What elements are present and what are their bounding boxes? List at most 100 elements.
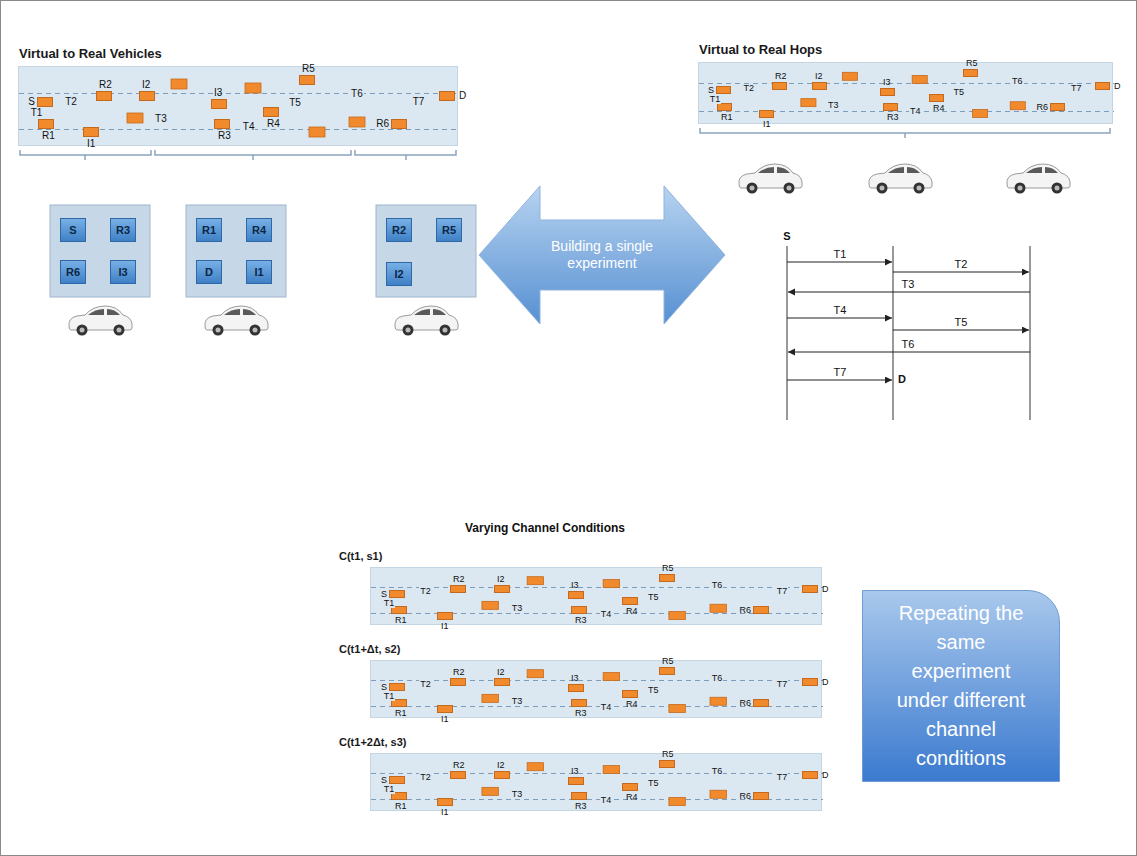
idle-vehicle [801, 99, 816, 107]
vehicle-slot-label: I2 [394, 268, 403, 280]
vehicle-label: R6 [739, 606, 751, 615]
hop-label: T3 [511, 604, 524, 613]
decoration [787, 379, 892, 380]
vehicle-label: R2 [99, 80, 112, 90]
vehicle-marker: I3 [568, 591, 584, 599]
vehicle-slot: R1 [196, 218, 222, 242]
vehicle-label: R6 [739, 699, 751, 708]
sequence-label: T6 [902, 338, 915, 350]
vehicle-label: R2 [453, 668, 465, 677]
idle-vehicle [710, 697, 726, 705]
hop-label: T4 [600, 610, 613, 619]
idle-vehicle [603, 673, 619, 681]
vehicle-marker: S [389, 776, 405, 784]
vehicle-label: I3 [571, 581, 579, 590]
decoration [186, 205, 286, 297]
idle-vehicle [603, 766, 619, 774]
vehicle-marker: R6 [1050, 103, 1065, 111]
idle-vehicle [1010, 102, 1025, 110]
idle-vehicle [669, 798, 685, 806]
hop-label: T1 [709, 95, 722, 104]
vehicle-marker: I3 [880, 88, 895, 96]
vehicle-marker: R4 [263, 107, 279, 117]
vehicle-marker: S [716, 86, 731, 94]
vehicle-label: I3 [214, 88, 222, 98]
vehicle-marker: R3 [571, 606, 587, 614]
vehicle-marker: R4 [622, 783, 638, 791]
vehicle-label: D [822, 585, 829, 594]
vehicle-marker: I3 [211, 99, 227, 109]
hop-label: T6 [711, 767, 724, 776]
sequence-label: D [898, 373, 906, 385]
vehicle-marker: I3 [568, 684, 584, 692]
hop-label: T3 [511, 697, 524, 706]
vehicle-marker: I1 [437, 612, 453, 620]
idle-vehicle [482, 601, 498, 609]
vehicle-slot: D [196, 260, 222, 284]
vehicle-marker: S [389, 683, 405, 691]
decoration [50, 205, 150, 297]
sequence-label: S [783, 230, 790, 242]
arrow-caption: Building a single experiment [543, 238, 661, 272]
sequence-label: T4 [834, 304, 847, 316]
vehicle-label: D [822, 771, 829, 780]
vehicle-marker: I2 [494, 678, 510, 686]
note-text: Repeating the same experiment under diff… [885, 599, 1037, 773]
road-strip: Virtual to Real HopsSR1I1R2I2I3R3R4R5R6D [698, 62, 1113, 124]
vehicle-marker: R6 [391, 119, 407, 129]
decoration [1029, 246, 1030, 420]
vehicle-label: R1 [395, 616, 407, 625]
hop-label: T3 [827, 101, 840, 110]
hop-label: T3 [154, 114, 168, 124]
vehicle-slot-label: S [69, 224, 76, 236]
vehicle-label: S [381, 683, 387, 692]
vehicle-label: R1 [42, 131, 55, 141]
vehicle-label: R4 [626, 700, 638, 709]
lane-dash [371, 587, 823, 588]
vehicle-marker: R4 [622, 690, 638, 698]
vehicle-slot-label: R4 [252, 224, 266, 236]
vehicle-marker: R2 [96, 91, 112, 101]
vehicle-label: R2 [453, 575, 465, 584]
vehicle-marker: S [389, 590, 405, 598]
hop-label: T1 [383, 785, 396, 794]
vehicle-label: R5 [966, 59, 978, 68]
vehicle-label: R4 [267, 119, 280, 129]
hop-label: T4 [600, 703, 613, 712]
decoration [205, 306, 268, 336]
decoration [788, 291, 1030, 292]
vehicle-label: S [708, 86, 714, 95]
vehicle-marker: R5 [963, 69, 978, 77]
decoration [700, 128, 1110, 138]
vehicle-label: R2 [775, 72, 787, 81]
vehicle-marker: R4 [622, 597, 638, 605]
decoration [395, 306, 458, 336]
vehicle-label: I2 [497, 761, 505, 770]
vehicle-marker: R2 [450, 678, 466, 686]
idle-vehicle [710, 790, 726, 798]
vehicle-marker: D [439, 91, 455, 101]
decoration [739, 164, 802, 194]
sequence-label: T3 [902, 278, 915, 290]
decoration [893, 329, 1029, 330]
vehicle-marker: I2 [812, 82, 827, 90]
vehicle-label: R5 [662, 657, 674, 666]
hop-label: T6 [711, 581, 724, 590]
decoration [787, 261, 892, 262]
decoration [355, 150, 456, 160]
hop-label: T5 [647, 593, 660, 602]
vehicle-label: R3 [575, 709, 587, 718]
decoration [69, 306, 132, 336]
vehicle-slot-label: D [205, 266, 213, 278]
vehicle-slot: R3 [110, 218, 136, 242]
idle-vehicle [669, 612, 685, 620]
vehicle-slot: R2 [386, 218, 412, 242]
vehicle-label: R5 [302, 64, 315, 74]
vehicle-label: R1 [395, 709, 407, 718]
hop-label: T7 [1070, 84, 1083, 93]
lane-dash [19, 93, 459, 94]
idle-vehicle [245, 83, 261, 93]
vehicle-label: R4 [626, 607, 638, 616]
hop-label: T2 [419, 680, 432, 689]
